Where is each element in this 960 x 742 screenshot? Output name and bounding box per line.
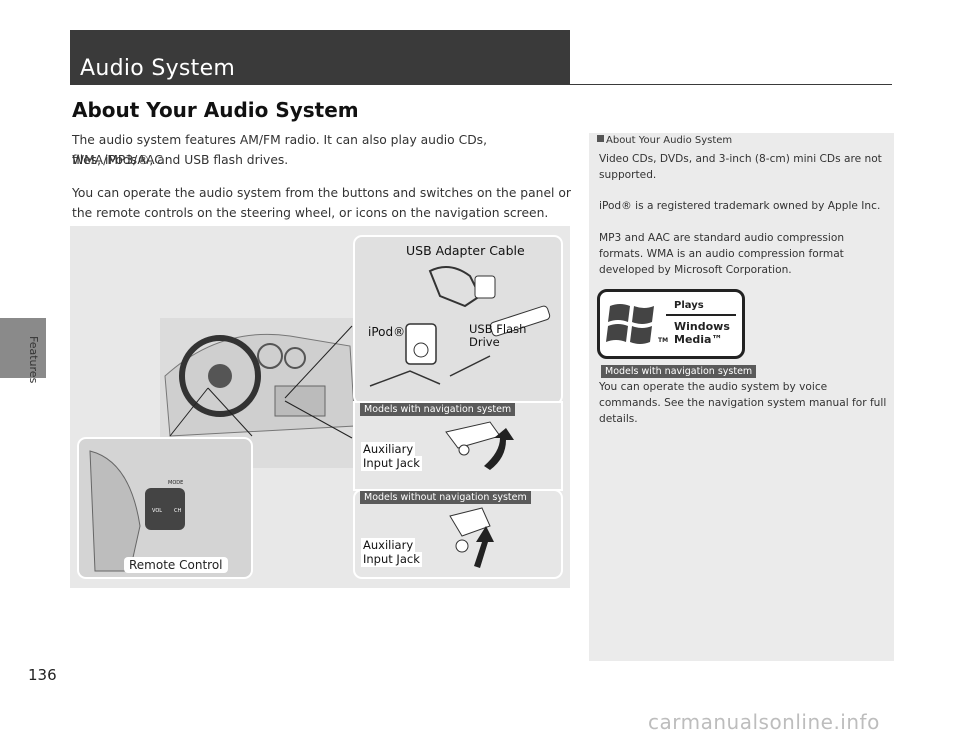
usb-cable [449, 355, 491, 377]
aux-jack-2 [455, 539, 469, 553]
aux-cover-2 [449, 507, 491, 537]
sidebar-text-2: iPod® is a registered trademark owned by… [599, 200, 881, 212]
sidebar-text-3b: formats. WMA is an audio compression for… [599, 248, 844, 260]
ipod-device [405, 323, 437, 365]
section-heading: About Your Audio System [72, 98, 359, 122]
wheel-vol-label: VOL [152, 508, 162, 514]
sidebar-text-1b: supported. [599, 169, 657, 181]
logo-plays: Plays [674, 300, 704, 311]
usb-flash-label-2: Drive [469, 335, 500, 349]
wheel-mode-label: MODE [168, 480, 183, 486]
center-console [274, 385, 326, 417]
leader-line-1 [169, 387, 209, 437]
sidebar-heading: About Your Audio System [597, 135, 732, 146]
usb-flash-drive [489, 305, 551, 337]
sidebar-text-1a: Video CDs, DVDs, and 3-inch (8-cm) mini … [599, 153, 882, 165]
models-nav-badge: Models with navigation system [360, 403, 516, 416]
models-without-nav-badge: Models without navigation system [360, 491, 531, 504]
aux-label-1b: Input Jack [361, 456, 422, 471]
aux-label-2a: Auxiliary [361, 538, 416, 553]
ipod-cable [369, 370, 441, 387]
remote-control-label: Remote Control [124, 557, 228, 573]
ipod-wheel [413, 342, 429, 358]
windows-flag-icon [606, 304, 654, 344]
aux-jack-1 [458, 444, 470, 456]
logo-tm: TM [658, 337, 669, 344]
remote-pad [145, 488, 185, 530]
audio-figure: MODE VOL CH USB Adapter Cable iPod® USB … [70, 226, 570, 588]
sidebar-text-4b: commands. See the navigation system manu… [599, 397, 887, 409]
usb-port [474, 275, 496, 299]
sidebar-text-4c: details. [599, 413, 638, 425]
section-tab [0, 318, 46, 378]
logo-windows: Windows [674, 320, 730, 333]
aux-label-1a: Auxiliary [361, 442, 416, 457]
sidebar-models-badge: Models with navigation system [601, 365, 757, 378]
page-title: Audio System [80, 56, 236, 81]
wheel-ch-label: CH [174, 508, 181, 514]
watermark: carmanualsonline.info [648, 710, 880, 734]
note-marker-icon [597, 135, 604, 142]
wheel-spoke [89, 450, 141, 572]
intro-line-2: files, iPods®, and USB flash drives. [72, 153, 289, 167]
sidebar-text-4a: You can operate the audio system by voic… [599, 381, 828, 393]
leader-line-4 [284, 400, 353, 439]
leader-line-2 [207, 387, 253, 437]
page-number: 136 [28, 666, 57, 684]
leader-line-3 [284, 325, 353, 399]
intro-line-4: the remote controls on the steering whee… [72, 206, 549, 220]
sidebar-notes: About Your Audio System Video CDs, DVDs,… [589, 133, 894, 661]
intro-line-3: You can operate the audio system from th… [72, 186, 571, 200]
intro-line-1: The audio system features AM/FM radio. I… [72, 133, 487, 167]
gauge-2 [284, 347, 306, 369]
logo-media: Media™ [674, 333, 723, 346]
gauge-1 [257, 343, 283, 369]
aux-arrow-1 [484, 428, 514, 470]
usb-adapter-cable-label: USB Adapter Cable [406, 243, 525, 258]
title-rule [70, 84, 892, 85]
logo-rule [666, 314, 736, 316]
title-bar: Audio System [70, 30, 570, 84]
usb-flash-label-1: USB Flash [469, 322, 527, 336]
aux-label-2b: Input Jack [361, 552, 422, 567]
usb-adapter-cable [428, 266, 482, 308]
windows-media-logo: Plays Windows Media™ TM [597, 289, 745, 359]
steering-wheel [179, 335, 261, 417]
section-label: Features [27, 336, 40, 384]
steering-hub [208, 364, 232, 388]
aux-arrow-2 [474, 526, 494, 568]
sidebar-text-3c: developed by Microsoft Corporation. [599, 264, 792, 276]
sidebar-text-3a: MP3 and AAC are standard audio compressi… [599, 232, 845, 244]
ipod-label: iPod® [368, 325, 406, 339]
